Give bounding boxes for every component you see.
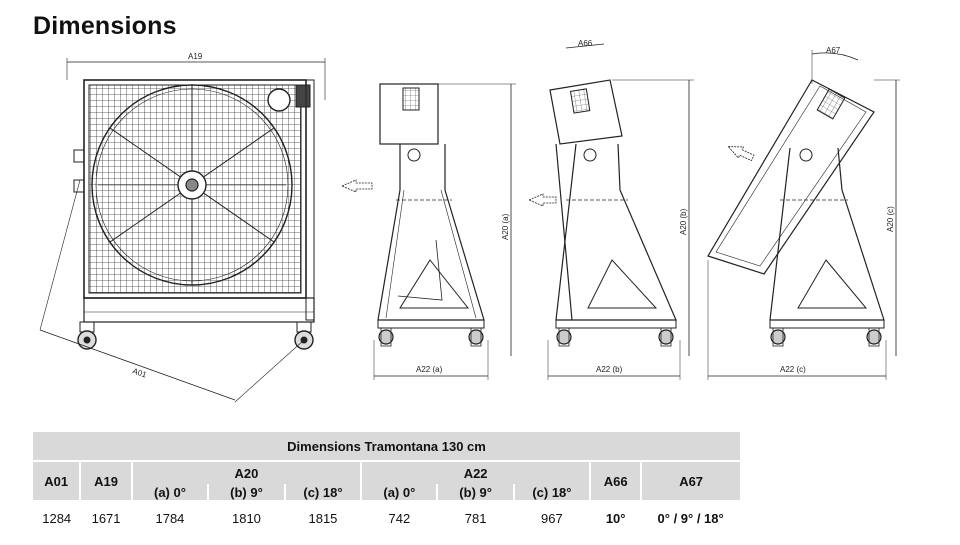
subheader-a22-b: (b) 9° [437, 484, 515, 500]
header-a67: A67 [641, 461, 740, 500]
dim-label-a22a: A22 (a) [416, 365, 443, 374]
header-a20: A20 [131, 461, 363, 484]
subheader-a20-b: (b) 9° [208, 484, 286, 500]
dim-label-a22b: A22 (b) [596, 365, 623, 374]
value-a22-b: 781 [437, 500, 514, 536]
dim-label-a67: A67 [826, 46, 841, 55]
value-a22-c: 967 [513, 500, 591, 536]
side-view-b-drawing: A66 A20 (b) A22 (b) [527, 40, 694, 380]
header-a01: A01 [33, 461, 82, 500]
dim-label-a20a: A20 (a) [501, 213, 510, 240]
subheader-a22-a: (a) 0° [361, 484, 439, 500]
value-a66: 10° [590, 500, 642, 536]
table-row: 1284 1671 1784 1810 1815 742 781 967 10°… [33, 500, 740, 536]
value-a20-a: 1784 [131, 500, 209, 536]
value-a20-c: 1815 [284, 500, 362, 536]
table-title: Dimensions Tramontana 130 cm [33, 432, 740, 462]
dim-label-a19: A19 [188, 52, 203, 61]
technical-drawings: A19 A01 [0, 40, 960, 420]
value-a01: 1284 [33, 500, 81, 536]
page-title: Dimensions [33, 12, 177, 40]
dim-label-a66: A66 [578, 40, 593, 48]
value-a19: 1671 [80, 500, 132, 536]
dimensions-table: Dimensions Tramontana 130 cm A01 A19 A20… [33, 432, 740, 536]
value-a22-a: 742 [361, 500, 438, 536]
subheader-a20-c: (c) 18° [284, 484, 363, 500]
header-a19: A19 [80, 461, 133, 500]
front-view-drawing: A19 A01 [39, 52, 373, 403]
dim-label-a20c: A20 (c) [886, 206, 895, 232]
side-view-a-drawing: A20 (a) A22 (a) [373, 83, 516, 380]
header-a22: A22 [361, 461, 592, 484]
value-a67: 0° / 9° / 18° [641, 500, 740, 536]
value-a20-b: 1810 [208, 500, 285, 536]
side-view-c-drawing: A67 A20 (c) A22 (c) [707, 46, 900, 380]
dim-label-a20b: A20 (b) [679, 208, 688, 235]
dim-label-a22c: A22 (c) [780, 365, 806, 374]
dim-label-a01: A01 [131, 366, 148, 379]
subheader-a22-c: (c) 18° [513, 484, 592, 500]
header-a66: A66 [590, 461, 643, 500]
subheader-a20-a: (a) 0° [131, 484, 210, 500]
